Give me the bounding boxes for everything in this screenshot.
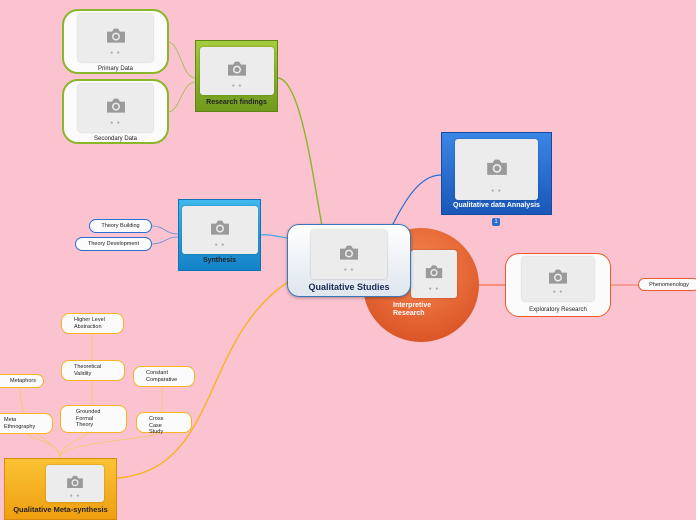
- connector-synthesis-development: [151, 236, 179, 245]
- connector-findings-primary: [167, 41, 196, 79]
- central-image-placeholder: ● ●: [311, 230, 387, 279]
- theoretical-validity-node[interactable]: Theoretical Validity: [61, 360, 125, 381]
- image-dots: ● ●: [110, 120, 121, 126]
- meta-synthesis-node[interactable]: ● ● Qualitative Meta-synthesis: [4, 458, 117, 520]
- meta-synthesis-label: Qualitative Meta-synthesis: [13, 505, 108, 514]
- synthesis-label: Synthesis: [202, 257, 237, 264]
- central-topic-node[interactable]: ● ● Qualitative Studies: [287, 224, 411, 297]
- camera-icon: [106, 98, 125, 113]
- image-dots: ● ●: [214, 242, 226, 248]
- exploratory-image-placeholder: ● ●: [522, 257, 594, 301]
- synthesis-image-placeholder: ● ●: [182, 206, 258, 254]
- primary-data-image-placeholder: ● ●: [78, 14, 153, 62]
- cross-case-study-node[interactable]: Cross Case Study: [136, 412, 192, 435]
- interpretive-research-label: Interpretive Research: [393, 302, 432, 317]
- camera-icon: [67, 475, 83, 488]
- camera-icon: [211, 220, 229, 235]
- image-dots: ● ●: [69, 493, 81, 499]
- secondary-data-node[interactable]: ● ● Secondary Data: [62, 79, 169, 144]
- phenomenology-node[interactable]: Phenomenology: [638, 278, 696, 291]
- central-topic-label: Qualitative Studies: [308, 282, 390, 292]
- research-findings-image-placeholder: ● ●: [200, 47, 274, 95]
- constant-comparative-node[interactable]: Constant Comparative: [133, 366, 195, 387]
- connector-findings-secondary: [167, 81, 196, 113]
- exploratory-research-label: Exploratory Research: [529, 307, 587, 313]
- connector-central-research-findings: [277, 77, 323, 227]
- data-analysis-image-placeholder: ● ●: [455, 139, 538, 200]
- research-findings-node[interactable]: ● ● Research findings: [195, 40, 278, 112]
- metaphors-node[interactable]: Metaphors: [0, 374, 44, 388]
- connector-central-meta-synthesis: [116, 281, 289, 479]
- connector-central-synthesis: [260, 234, 288, 239]
- data-analysis-label: Qualitative data Annalysis: [453, 202, 540, 209]
- camera-icon: [106, 28, 125, 43]
- primary-data-node[interactable]: ● ● Primary Data: [62, 9, 169, 74]
- image-dots: ● ●: [428, 286, 440, 292]
- image-dots: ● ●: [110, 50, 121, 56]
- theory-development-node[interactable]: Theory Development: [75, 237, 152, 251]
- image-dots: ● ●: [552, 289, 564, 295]
- research-findings-label: Research findings: [206, 99, 267, 106]
- connector-meta-branches: [19, 333, 163, 459]
- grounded-formal-theory-node[interactable]: Grounded Formal Theory: [60, 405, 127, 433]
- secondary-data-label: Secondary Data: [93, 136, 138, 142]
- camera-icon: [486, 159, 507, 175]
- image-dots: ● ●: [343, 267, 355, 273]
- connector-central-analysis: [391, 174, 442, 227]
- camera-icon: [425, 265, 443, 279]
- meta-ethnography-node[interactable]: Meta Ethnography: [0, 413, 53, 434]
- higher-level-abstraction-node[interactable]: Higher Level Abstraction: [61, 313, 124, 334]
- exploratory-research-node[interactable]: ● ● Exploratory Research: [505, 253, 611, 317]
- camera-icon: [228, 61, 246, 76]
- connector-synthesis-building: [151, 225, 179, 235]
- image-dots: ● ●: [491, 188, 502, 194]
- theory-building-node[interactable]: Theory Building: [89, 219, 152, 233]
- primary-data-label: Primary Data: [97, 66, 133, 72]
- synthesis-node[interactable]: ● ● Synthesis: [178, 199, 261, 271]
- camera-icon: [549, 269, 567, 284]
- camera-icon: [340, 245, 358, 260]
- attachment-count-badge[interactable]: 1: [492, 218, 500, 226]
- data-analysis-node[interactable]: ● ● Qualitative data Annalysis: [441, 132, 552, 215]
- meta-synthesis-image-placeholder: ● ●: [46, 465, 104, 502]
- interpretive-image-placeholder: ● ●: [411, 250, 457, 298]
- image-dots: ● ●: [231, 83, 243, 89]
- secondary-data-image-placeholder: ● ●: [78, 84, 153, 132]
